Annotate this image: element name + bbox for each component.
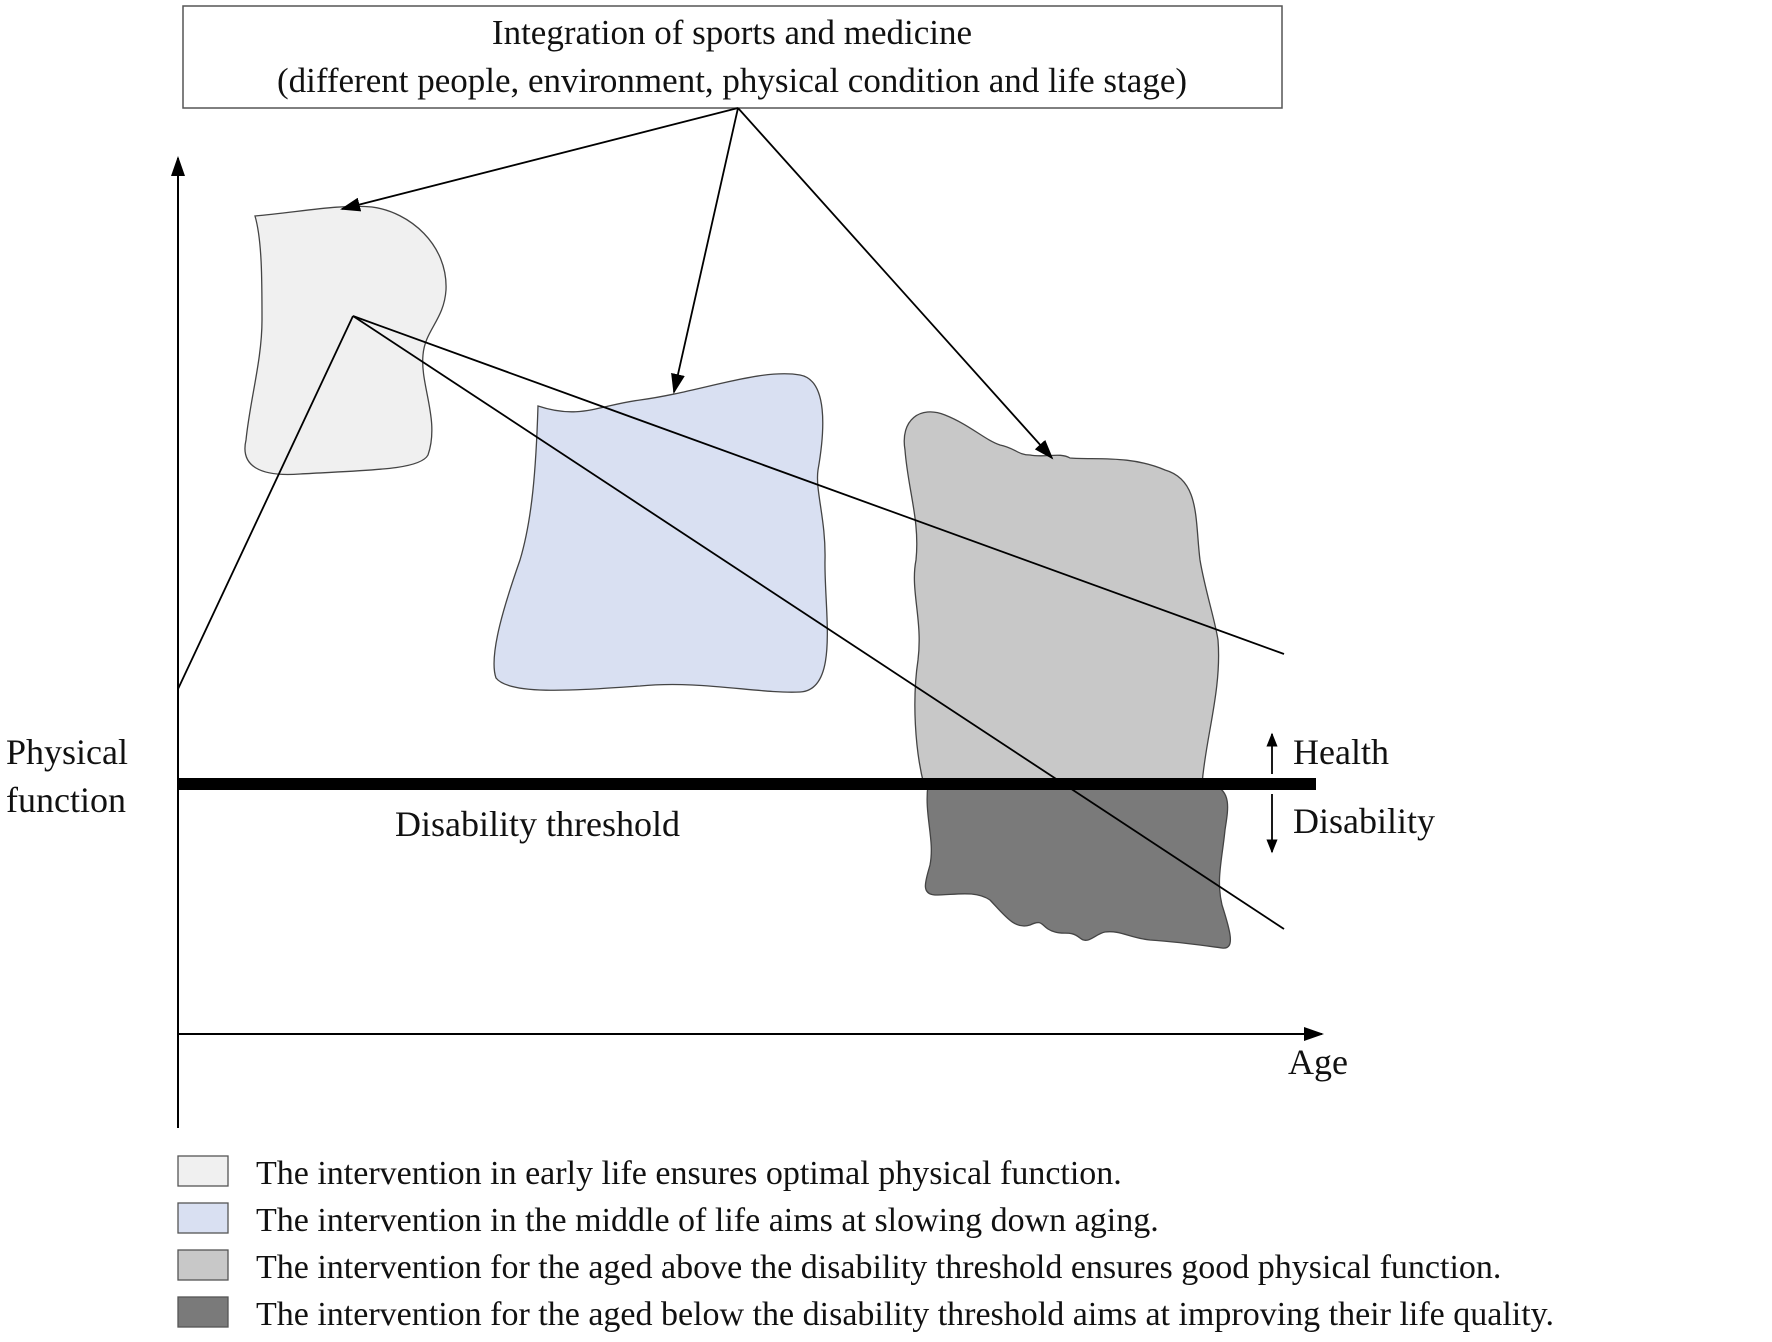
early-life-region: [244, 205, 447, 476]
arrow-to-middle-life: [671, 107, 739, 394]
legend-text-early-life: The intervention in early life ensures o…: [256, 1155, 1122, 1192]
y-axis-label-line2: function: [6, 780, 126, 820]
header-title: Integration of sports and medicine: [492, 13, 972, 52]
legend-swatch-middle-life: [177, 1202, 229, 1234]
header-box: [182, 5, 1283, 109]
disability-label: Disability: [1293, 801, 1435, 841]
health-label: Health: [1293, 732, 1389, 772]
upper-decline-line: [352, 315, 1285, 655]
x-axis-label: Age: [1288, 1042, 1348, 1082]
rise-line: [177, 315, 354, 690]
aged-below-threshold-region: [924, 784, 1231, 949]
lower-decline-line: [352, 315, 1285, 930]
y-axis-label-line1: Physical: [6, 732, 128, 772]
threshold-label: Disability threshold: [395, 804, 680, 844]
legend-swatch-aged-below: [177, 1296, 229, 1328]
legend-text-aged-above: The intervention for the aged above the …: [256, 1249, 1501, 1286]
legend-text-aged-below: The intervention for the aged below the …: [256, 1296, 1554, 1333]
legend-swatch-aged-above: [177, 1249, 229, 1281]
middle-life-region: [493, 373, 828, 693]
legend-text-middle-life: The intervention in the middle of life a…: [256, 1202, 1159, 1239]
aged-above-threshold-region: [903, 411, 1220, 786]
arrow-to-aged: [737, 107, 1054, 460]
legend-swatch-early-life: [177, 1155, 229, 1187]
arrow-to-early-life: [340, 107, 739, 212]
header-subtitle: (different people, environment, physical…: [277, 61, 1187, 100]
legend: The intervention in early life ensures o…: [177, 1155, 1554, 1333]
disability-threshold-bar: [178, 778, 1316, 790]
